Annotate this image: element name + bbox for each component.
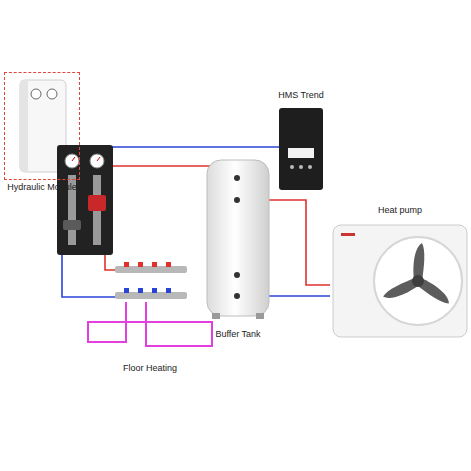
blue-pipe xyxy=(62,254,118,297)
node-label: Buffer Tank xyxy=(215,329,260,340)
node-label: Hydraulic Module xyxy=(7,182,77,193)
buffer-tank xyxy=(207,160,269,319)
floor-heating-area: Floor Heating xyxy=(80,312,220,374)
node-label: HMS Trend xyxy=(278,90,324,101)
controller-unit xyxy=(279,108,323,190)
heat-pump-box: Heat pump xyxy=(330,205,470,340)
hydraulic-module-device xyxy=(57,145,113,255)
inset-frame: Hydraulic Module xyxy=(4,72,80,180)
pipe-connector xyxy=(273,295,330,297)
pipe-connector xyxy=(273,200,330,285)
heat-pump-unit xyxy=(333,225,467,337)
node-label: Floor Heating xyxy=(123,363,177,374)
node-label: Heat pump xyxy=(378,205,422,216)
tank-box: Buffer Tank xyxy=(203,156,273,340)
floor-heating-loop xyxy=(88,302,212,346)
manifolds xyxy=(115,262,187,299)
controller-box: HMS Trend xyxy=(274,90,328,192)
